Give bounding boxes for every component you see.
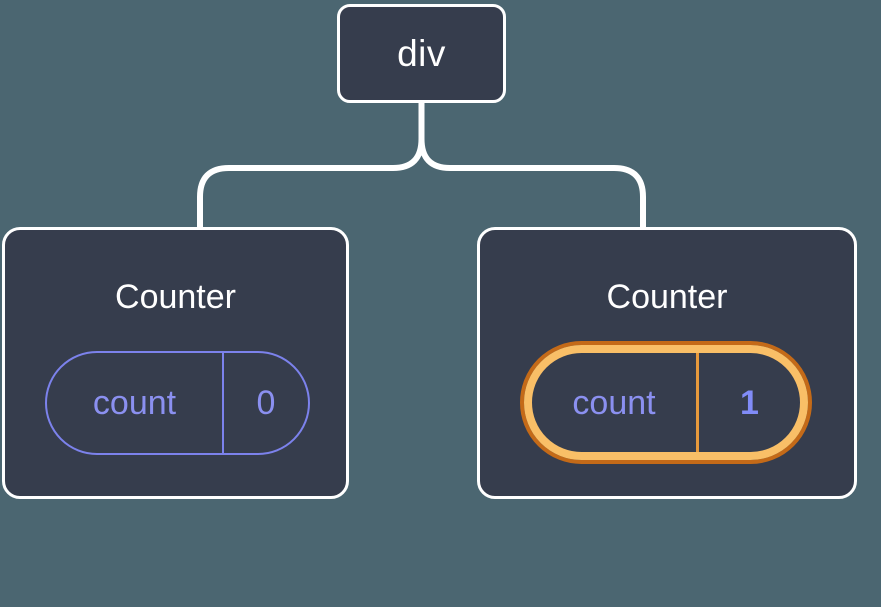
highlight-inner-ring: count 1: [524, 345, 808, 460]
state-key-label: count: [92, 384, 177, 422]
state-key-label: count: [572, 383, 656, 422]
state-value-label: 0: [222, 353, 308, 453]
node-counter-left-title: Counter: [115, 278, 236, 316]
node-div[interactable]: div: [337, 4, 506, 103]
highlight-outer-ring: [520, 341, 812, 464]
node-counter-right-title: Counter: [606, 278, 728, 316]
node-counter-right[interactable]: Counter count 1: [477, 227, 857, 499]
state-pill-count-right-highlighted[interactable]: count 1: [520, 341, 812, 464]
node-div-label: div: [397, 33, 446, 74]
state-value-label: 1: [696, 353, 800, 452]
node-counter-left[interactable]: Counter count 0: [2, 227, 349, 499]
diagram-canvas: div Counter count 0 Counter count 1: [2, 4, 857, 499]
state-pill-count-left[interactable]: count 0: [45, 351, 310, 455]
